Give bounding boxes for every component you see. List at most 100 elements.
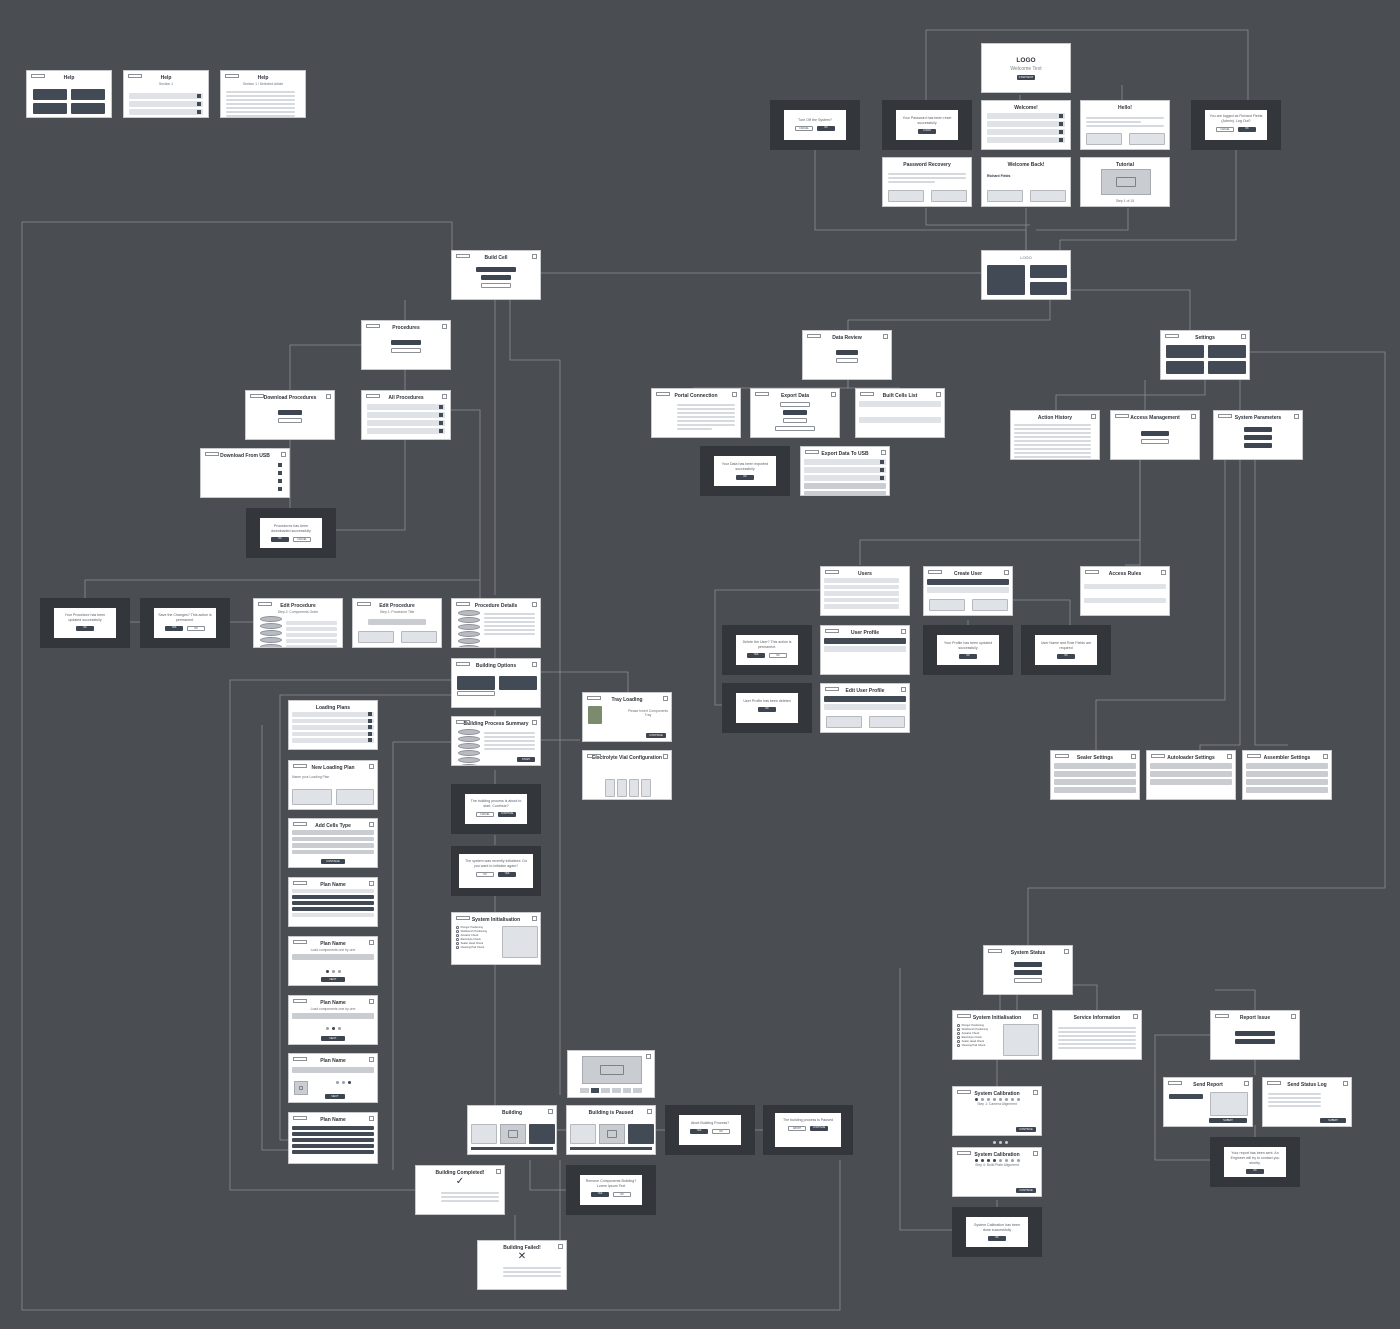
ok-button[interactable]: OK	[817, 126, 835, 131]
continue-button[interactable]: CONTINUE	[810, 1126, 828, 1131]
close-icon[interactable]	[1133, 1014, 1138, 1019]
back-button[interactable]	[860, 392, 874, 396]
back-button[interactable]	[225, 74, 239, 78]
option-button[interactable]	[780, 402, 810, 407]
ok-button[interactable]: OK	[1246, 1169, 1264, 1174]
back-button[interactable]	[656, 392, 670, 396]
back-button[interactable]	[928, 570, 942, 574]
cancel-button[interactable]: CANCEL	[293, 537, 311, 542]
ok-button[interactable]: OK	[271, 537, 289, 542]
option-button[interactable]	[481, 283, 511, 288]
close-icon[interactable]	[936, 392, 941, 397]
continue-button[interactable]: CONTINUE	[1016, 1188, 1036, 1193]
settings-tile[interactable]	[1030, 282, 1067, 295]
close-icon[interactable]	[1343, 1081, 1348, 1086]
close-icon[interactable]	[663, 696, 668, 701]
no-button[interactable]: NO	[769, 653, 787, 658]
yes-button[interactable]: YES	[165, 626, 183, 631]
back-button[interactable]	[1267, 1081, 1281, 1085]
send-report-button[interactable]	[1235, 1031, 1275, 1036]
cells-list-button[interactable]	[836, 358, 858, 363]
close-icon[interactable]	[1323, 754, 1328, 759]
next-button[interactable]: NEXT	[325, 1094, 345, 1099]
back-button[interactable]	[1151, 754, 1165, 758]
no-button[interactable]: NO	[613, 1192, 631, 1197]
start-button[interactable]: START/EXIT	[1017, 75, 1035, 80]
back-button[interactable]	[293, 1057, 307, 1061]
close-icon[interactable]	[901, 687, 906, 692]
close-icon[interactable]	[369, 764, 374, 769]
option-button[interactable]	[1014, 962, 1042, 967]
option-button[interactable]	[1014, 978, 1042, 983]
close-icon[interactable]	[647, 1109, 652, 1114]
back-button[interactable]	[366, 324, 380, 328]
close-icon[interactable]	[1091, 414, 1096, 419]
start-button[interactable]: START	[517, 757, 535, 762]
ok-button[interactable]: OK	[758, 707, 776, 712]
ok-button[interactable]: OK	[1238, 127, 1256, 132]
close-icon[interactable]	[1064, 949, 1069, 954]
close-icon[interactable]	[532, 254, 537, 259]
plan-name-input[interactable]: Name your Loading Plan	[292, 775, 330, 779]
autoloader-settings-button[interactable]	[1244, 435, 1272, 440]
close-icon[interactable]	[1033, 1014, 1038, 1019]
close-icon[interactable]	[732, 392, 737, 397]
back-button[interactable]	[805, 450, 819, 454]
ok-button[interactable]: OK	[736, 475, 754, 480]
close-icon[interactable]	[442, 324, 447, 329]
back-button[interactable]	[293, 1116, 307, 1120]
option-tile[interactable]	[457, 676, 495, 690]
close-icon[interactable]	[1227, 754, 1232, 759]
back-button[interactable]	[1168, 1081, 1182, 1085]
to-portal-button[interactable]	[783, 418, 807, 423]
back-button[interactable]	[1218, 414, 1232, 418]
submit-button[interactable]: SUBMIT	[1320, 1118, 1346, 1123]
close-icon[interactable]	[532, 662, 537, 667]
back-button[interactable]	[988, 949, 1002, 953]
back-button[interactable]	[456, 602, 470, 606]
from-portal-button[interactable]	[278, 410, 302, 415]
close-icon[interactable]	[326, 394, 331, 399]
no-button[interactable]: NO	[712, 1129, 730, 1134]
close-icon[interactable]	[646, 1054, 651, 1059]
back-button[interactable]	[587, 696, 601, 700]
close-icon[interactable]	[558, 1244, 563, 1249]
close-icon[interactable]	[881, 450, 886, 455]
back-button[interactable]	[957, 1014, 971, 1018]
sealer-settings-button[interactable]	[1244, 427, 1272, 432]
back-button[interactable]	[357, 602, 371, 606]
assembler-settings-button[interactable]	[1244, 443, 1272, 448]
to-usb-button[interactable]	[783, 410, 807, 415]
back-button[interactable]	[128, 74, 142, 78]
yes-button[interactable]: YES	[591, 1192, 609, 1197]
all-procedures-button[interactable]	[391, 340, 421, 345]
close-icon[interactable]	[1033, 1151, 1038, 1156]
close-icon[interactable]	[1291, 1014, 1296, 1019]
back-button[interactable]	[31, 74, 45, 78]
back-button[interactable]	[293, 881, 307, 885]
back-button[interactable]	[456, 254, 470, 258]
close-icon[interactable]	[369, 822, 374, 827]
back-button[interactable]	[205, 452, 219, 456]
back-button[interactable]	[755, 392, 769, 396]
back-button[interactable]	[258, 602, 272, 606]
data-review-tile[interactable]	[1030, 265, 1067, 278]
option-button[interactable]	[481, 275, 511, 280]
back-button[interactable]	[1215, 1014, 1229, 1018]
close-icon[interactable]	[1244, 1081, 1249, 1086]
continue-button[interactable]: CONTINUE	[1016, 1127, 1036, 1132]
back-button[interactable]	[1085, 570, 1099, 574]
back-button[interactable]	[825, 570, 839, 574]
submit-button[interactable]: SUBMIT	[1209, 1118, 1247, 1123]
back-button[interactable]	[293, 764, 307, 768]
yes-button[interactable]: YES	[498, 872, 516, 877]
close-icon[interactable]	[1294, 414, 1299, 419]
back-button[interactable]	[807, 334, 821, 338]
next-button[interactable]: NEXT	[321, 1036, 345, 1041]
option-button[interactable]	[457, 691, 495, 696]
back-button[interactable]	[957, 1151, 971, 1155]
close-icon[interactable]	[901, 629, 906, 634]
close-icon[interactable]	[281, 452, 286, 457]
help-tile[interactable]	[71, 103, 105, 114]
access-rules-button[interactable]	[1141, 439, 1169, 444]
